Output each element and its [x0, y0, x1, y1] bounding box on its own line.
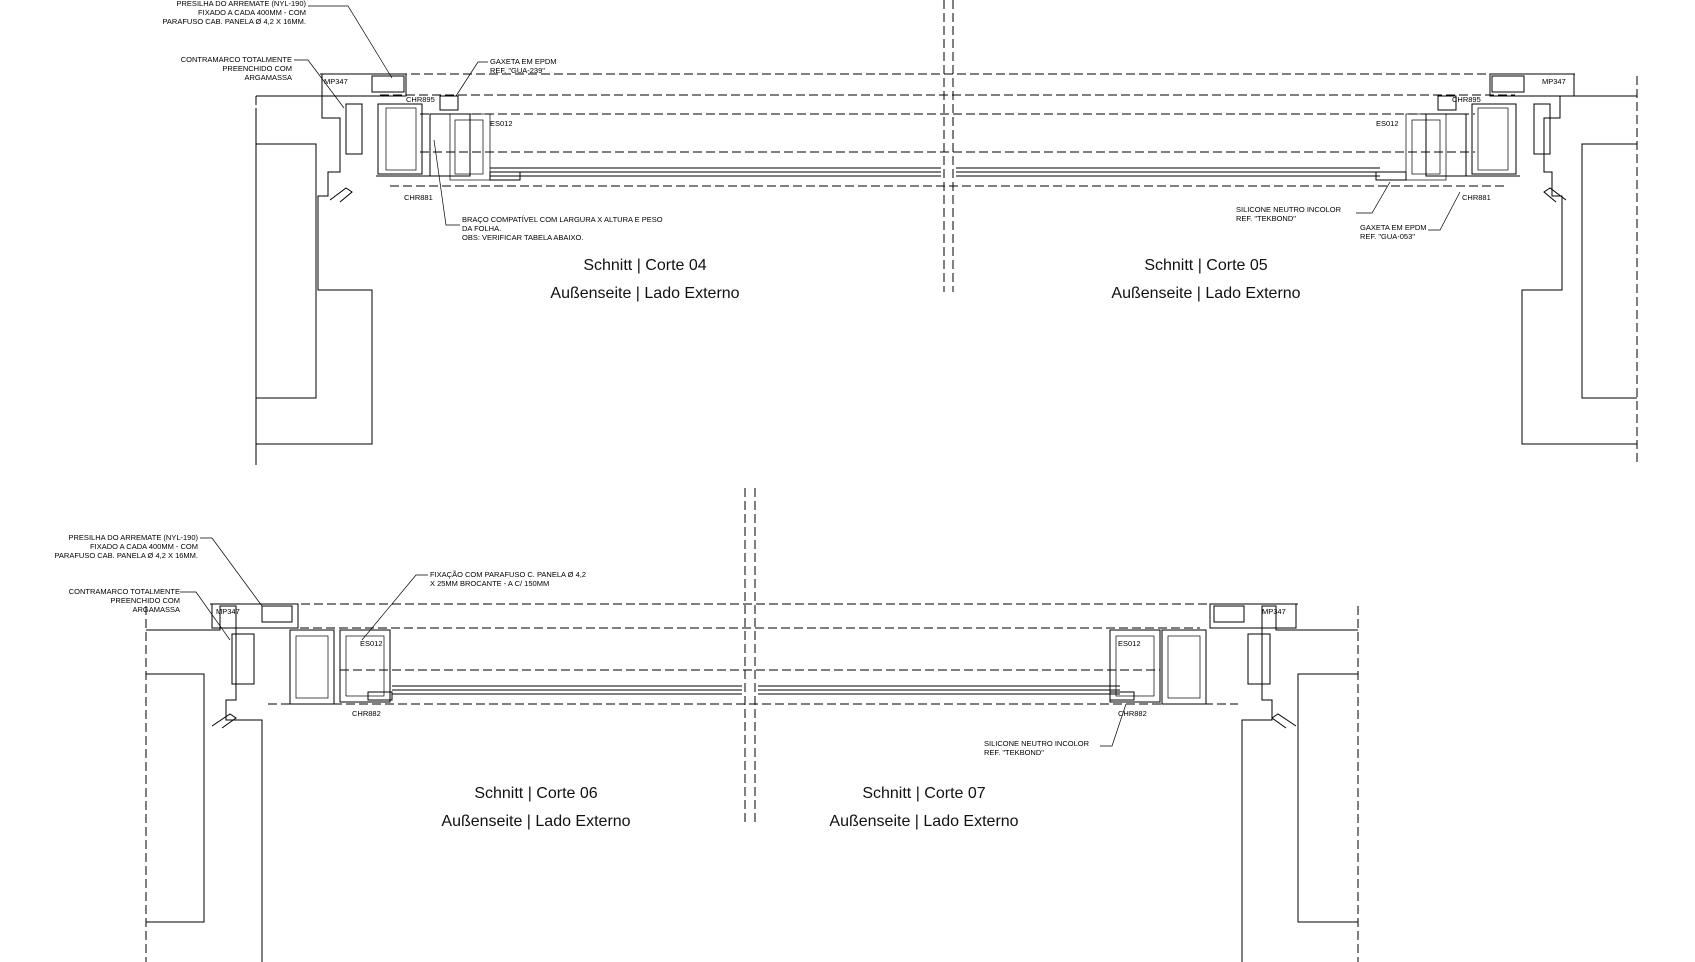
- annotation-silicone-top: SILICONE NEUTRO INCOLOR REF. "TEKBOND": [1236, 205, 1342, 223]
- code-mp347: MP347: [216, 607, 240, 616]
- left-profile: [321, 73, 521, 203]
- svg-text:FIXADO A CADA 400MM - COM: FIXADO A CADA 400MM - COM: [198, 8, 306, 17]
- svg-text:PRESILHA DO ARREMATE (NYL-190): PRESILHA DO ARREMATE (NYL-190): [177, 0, 307, 8]
- svg-text:PREENCHIDO COM: PREENCHIDO COM: [222, 64, 292, 73]
- svg-text:REF. "GUA-053": REF. "GUA-053": [1360, 232, 1415, 241]
- left-wall: [145, 605, 263, 962]
- right-profile: [1375, 73, 1575, 203]
- annotation-gaxeta-053: GAXETA EM EPDM REF. "GUA-053": [1360, 223, 1427, 241]
- svg-text:PARAFUSO CAB. PANELA Ø 4,2 X 1: PARAFUSO CAB. PANELA Ø 4,2 X 16MM.: [162, 17, 306, 26]
- left-profile: [211, 603, 393, 729]
- svg-text:PARAFUSO CAB. PANELA Ø 4,2 X 1: PARAFUSO CAB. PANELA Ø 4,2 X 16MM.: [54, 551, 198, 560]
- section-title: Schnitt | Corte 06: [474, 785, 597, 802]
- right-profile: [1109, 603, 1297, 729]
- annotation-contramarco-bottom: CONTRAMARCO TOTALMENTE PREENCHIDO COM AR…: [69, 587, 180, 614]
- glass-pane: [392, 685, 1120, 695]
- svg-text:CONTRAMARCO TOTALMENTE: CONTRAMARCO TOTALMENTE: [69, 587, 180, 596]
- code-chr895: CHR895: [1452, 95, 1481, 104]
- svg-text:FIXAÇÃO COM PARAFUSO C. PANELA: FIXAÇÃO COM PARAFUSO C. PANELA Ø 4,2: [430, 570, 586, 579]
- svg-text:ARGAMASSA: ARGAMASSA: [244, 73, 292, 82]
- svg-text:PRESILHA DO ARREMATE (NYL-190): PRESILHA DO ARREMATE (NYL-190): [69, 533, 199, 542]
- code-mp347: MP347: [324, 77, 348, 86]
- svg-text:REF. "TEKBOND": REF. "TEKBOND": [1236, 214, 1296, 223]
- svg-text:GAXETA EM EPDM: GAXETA EM EPDM: [490, 57, 557, 66]
- code-es012: ES012: [360, 639, 383, 648]
- svg-text:PREENCHIDO COM: PREENCHIDO COM: [110, 596, 180, 605]
- right-wall: [1521, 76, 1638, 465]
- section-subtitle: Außenseite | Lado Externo: [441, 813, 630, 830]
- svg-text:REF. "GUA-239": REF. "GUA-239": [490, 66, 545, 75]
- svg-text:ARGAMASSA: ARGAMASSA: [132, 605, 180, 614]
- code-chr881: CHR881: [1462, 193, 1491, 202]
- bottom-assembly: PRESILHA DO ARREMATE (NYL-190) FIXADO A …: [54, 488, 1359, 962]
- code-mp347: MP347: [1262, 607, 1286, 616]
- section-title: Schnitt | Corte 04: [583, 257, 706, 274]
- svg-text:BRAÇO COMPATÍVEL COM LARGURA X: BRAÇO COMPATÍVEL COM LARGURA X ALTURA E …: [462, 215, 663, 224]
- svg-text:OBS: VERIFICAR TABELA ABAIXO.: OBS: VERIFICAR TABELA ABAIXO.: [462, 233, 583, 242]
- annotation-presilha-bottom: PRESILHA DO ARREMATE (NYL-190) FIXADO A …: [54, 533, 198, 560]
- code-mp347: MP347: [1542, 77, 1566, 86]
- code-chr895: CHR895: [406, 95, 435, 104]
- annotation-gaxeta-239: GAXETA EM EPDM REF. "GUA-239": [490, 57, 557, 75]
- svg-text:GAXETA EM EPDM: GAXETA EM EPDM: [1360, 223, 1427, 232]
- svg-text:CONTRAMARCO TOTALMENTE: CONTRAMARCO TOTALMENTE: [181, 55, 292, 64]
- right-wall: [1241, 605, 1359, 962]
- svg-text:X 25MM BROCANTE - A C/ 150MM: X 25MM BROCANTE - A C/ 150MM: [430, 579, 549, 588]
- code-chr882: CHR882: [1118, 709, 1147, 718]
- svg-text:FIXADO A CADA 400MM - COM: FIXADO A CADA 400MM - COM: [90, 542, 198, 551]
- code-chr881: CHR881: [404, 193, 433, 202]
- code-es012: ES012: [490, 119, 513, 128]
- code-es012: ES012: [1376, 119, 1399, 128]
- svg-text:SILICONE NEUTRO INCOLOR: SILICONE NEUTRO INCOLOR: [984, 739, 1090, 748]
- top-assembly: PRESILHA DO ARREMATE (NYL-190) FIXADO A …: [162, 0, 1638, 465]
- annotation-presilha-top: PRESILHA DO ARREMATE (NYL-190) FIXADO A …: [162, 0, 306, 26]
- svg-text:SILICONE NEUTRO INCOLOR: SILICONE NEUTRO INCOLOR: [1236, 205, 1342, 214]
- section-subtitle: Außenseite | Lado Externo: [1111, 285, 1300, 302]
- annotation-braco: BRAÇO COMPATÍVEL COM LARGURA X ALTURA E …: [462, 215, 663, 242]
- annotation-fixacao: FIXAÇÃO COM PARAFUSO C. PANELA Ø 4,2 X 2…: [430, 570, 586, 588]
- svg-text:DA FOLHA.: DA FOLHA.: [462, 224, 501, 233]
- section-subtitle: Außenseite | Lado Externo: [550, 285, 739, 302]
- annotation-contramarco-top: CONTRAMARCO TOTALMENTE PREENCHIDO COM AR…: [181, 55, 292, 82]
- leader-lines: [180, 537, 1127, 747]
- section-title: Schnitt | Corte 07: [862, 785, 985, 802]
- svg-text:REF. "TEKBOND": REF. "TEKBOND": [984, 748, 1044, 757]
- left-wall: [255, 95, 373, 465]
- code-es012: ES012: [1118, 639, 1141, 648]
- leader-lines: [294, 5, 1461, 231]
- section-title: Schnitt | Corte 05: [1144, 257, 1267, 274]
- annotation-silicone-bottom: SILICONE NEUTRO INCOLOR REF. "TEKBOND": [984, 739, 1090, 757]
- section-subtitle: Außenseite | Lado Externo: [829, 813, 1018, 830]
- glass-pane: [490, 167, 1380, 177]
- code-chr882: CHR882: [352, 709, 381, 718]
